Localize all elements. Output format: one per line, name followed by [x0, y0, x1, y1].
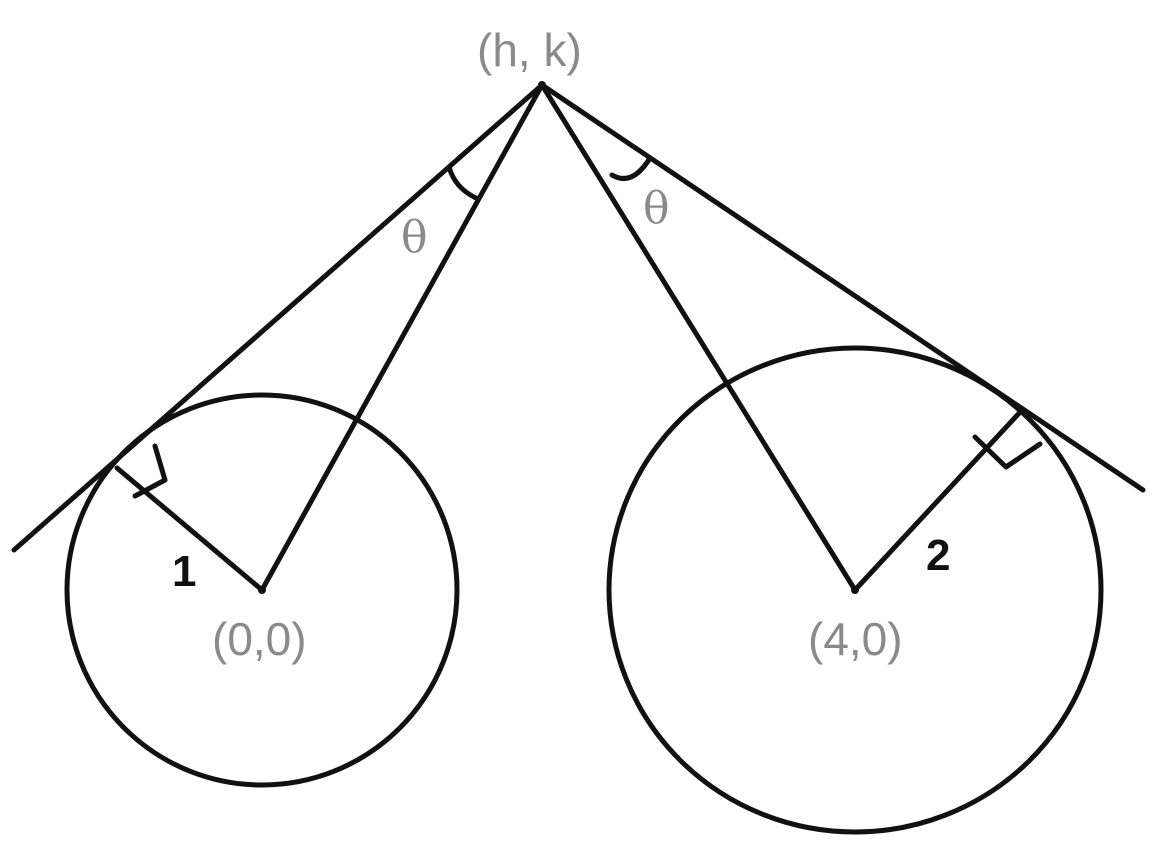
- right-center-label: (4,0): [808, 613, 903, 665]
- apex-point: [538, 81, 546, 89]
- right-center-point: [851, 586, 859, 594]
- apex-to-right-center-line: [539, 82, 858, 593]
- left-circle: [64, 392, 460, 788]
- left-right-angle-marker: [132, 443, 168, 499]
- left-center-label: (0,0): [212, 613, 307, 665]
- right-angle-label: θ: [643, 183, 670, 234]
- left-angle-arc: [446, 164, 479, 201]
- left-tangent-line: [11, 82, 545, 553]
- right-tangent-line: [539, 82, 1146, 493]
- right-right-angle-marker: [972, 434, 1043, 470]
- right-circle: [606, 345, 1104, 835]
- apex-label: (h, k): [477, 24, 582, 76]
- right-radius-label: 2: [926, 531, 950, 580]
- left-angle-label: θ: [401, 212, 428, 263]
- right-radius-line: [852, 407, 1025, 593]
- left-center-point: [258, 586, 266, 594]
- left-radius-line: [114, 465, 265, 593]
- left-radius-label: 1: [172, 547, 196, 596]
- apex-to-left-center-line: [259, 82, 545, 593]
- right-angle-arc: [609, 155, 653, 181]
